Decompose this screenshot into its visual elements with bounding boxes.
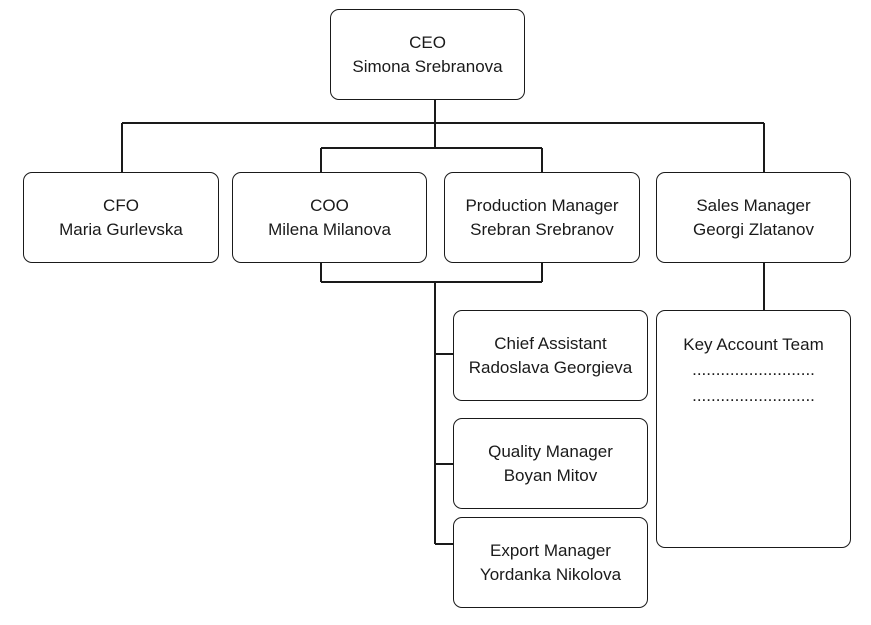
cfo-title: CFO: [103, 195, 139, 215]
key-account-team-placeholder-1: ..........................: [692, 360, 815, 379]
quality-manager-title: Quality Manager: [488, 441, 613, 461]
coo-title: COO: [310, 195, 349, 215]
export-manager-title: Export Manager: [490, 540, 611, 560]
sales-manager-box: Sales Manager Georgi Zlatanov: [656, 172, 851, 263]
ceo-name: Simona Srebranova: [352, 56, 503, 76]
coo-name: Milena Milanova: [268, 219, 391, 239]
ceo-title: CEO: [409, 32, 446, 52]
production-manager-name: Srebran Srebranov: [470, 219, 614, 239]
key-account-team-box: Key Account Team .......................…: [656, 310, 851, 548]
coo-box: COO Milena Milanova: [232, 172, 427, 263]
production-manager-title: Production Manager: [465, 195, 619, 215]
ceo-box: CEO Simona Srebranova: [330, 9, 525, 100]
quality-manager-box: Quality Manager Boyan Mitov: [453, 418, 648, 509]
cfo-box: CFO Maria Gurlevska: [23, 172, 219, 263]
quality-manager-name: Boyan Mitov: [503, 465, 598, 485]
sales-manager-title: Sales Manager: [696, 195, 811, 215]
chief-assistant-title: Chief Assistant: [494, 333, 607, 353]
export-manager-box: Export Manager Yordanka Nikolova: [453, 517, 648, 608]
production-manager-box: Production Manager Srebran Srebranov: [444, 172, 640, 263]
chief-assistant-box: Chief Assistant Radoslava Georgieva: [453, 310, 648, 401]
key-account-team-placeholder-2: ..........................: [692, 386, 815, 405]
chief-assistant-name: Radoslava Georgieva: [468, 357, 633, 377]
cfo-name: Maria Gurlevska: [59, 219, 183, 239]
key-account-team-title: Key Account Team: [683, 335, 824, 354]
export-manager-name: Yordanka Nikolova: [479, 564, 622, 584]
sales-manager-name: Georgi Zlatanov: [693, 219, 814, 239]
